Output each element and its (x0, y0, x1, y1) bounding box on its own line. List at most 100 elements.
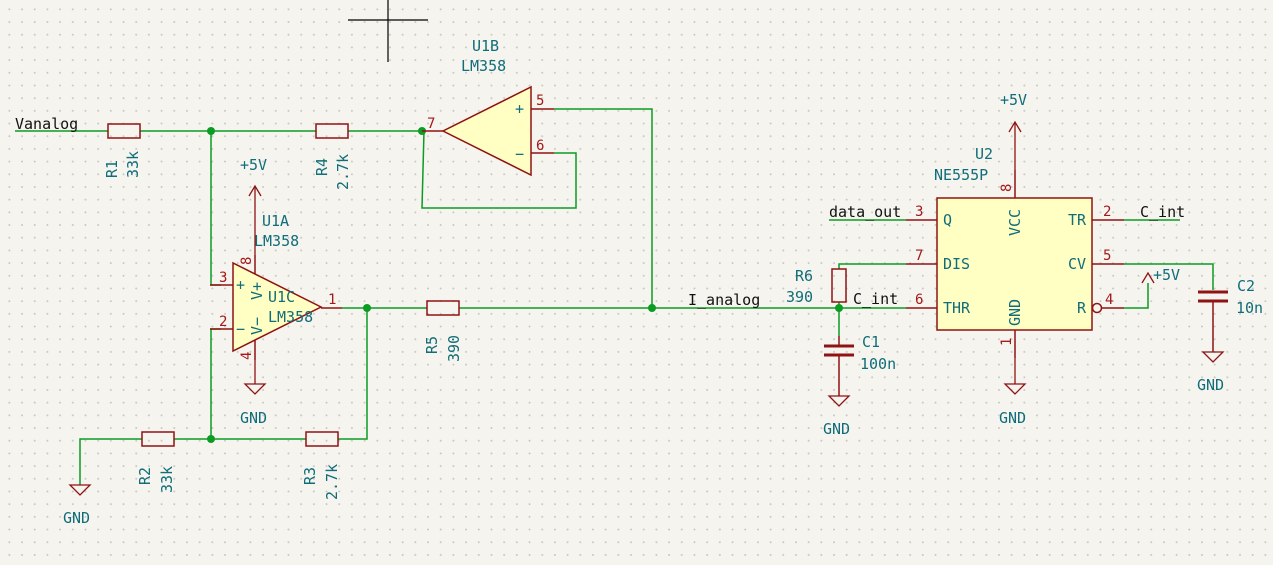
pin-name: GND (1006, 299, 1024, 326)
noninverting-label: + (515, 100, 524, 118)
ground-r2: GND (63, 484, 92, 527)
pin-number: 8 (999, 184, 1015, 192)
pin-name: TR (1068, 211, 1087, 229)
capacitor-value: 10n (1236, 299, 1263, 317)
opamp-ref: U1A (262, 212, 289, 230)
noninverting-label: + (236, 276, 245, 294)
pin-number: 7 (427, 116, 435, 132)
ground-c2: GND (1197, 351, 1225, 394)
pin-name: DIS (943, 255, 970, 273)
opamp-u1b[interactable]: 7 5 6 + − U1B LM358 (422, 37, 554, 177)
net-label-data-out[interactable]: data_out (829, 203, 901, 221)
opamp-overlay-ref: U1C (268, 288, 295, 306)
resistor-value: 2.7k (323, 464, 341, 500)
timer-u2[interactable]: 3 7 6 2 5 4 8 1 Q DIS THR TR CV R VCC GN… (906, 145, 1124, 358)
pin-number: 6 (915, 292, 923, 308)
opamp-u1a[interactable]: 3 2 1 8 4 + − V+ V− U1A LM358 U1C LM358 (210, 212, 342, 360)
capacitor-c2[interactable]: C2 10n (1198, 277, 1263, 352)
junctions (207, 127, 843, 443)
pin-number: 2 (219, 314, 227, 330)
pin-name: VCC (1006, 209, 1024, 236)
pin-number: 1 (328, 292, 336, 308)
resistor-ref: R2 (136, 467, 154, 485)
pin-name: CV (1068, 255, 1086, 273)
pin-number: 2 (1103, 204, 1111, 220)
timer-ref: U2 (975, 145, 993, 163)
ground-label: GND (240, 409, 267, 427)
power-5v-u2: +5V (1000, 91, 1027, 170)
pin-name: R (1077, 299, 1087, 317)
crosshair-cursor (348, 0, 428, 62)
wire-r6-dis (838, 263, 906, 269)
capacitor-ref: C2 (1237, 277, 1255, 295)
wire-r3-out (338, 308, 368, 440)
resistor-value: 390 (445, 335, 463, 362)
pin-number: 3 (915, 204, 923, 220)
ground-u1: GND (240, 360, 267, 427)
resistor-r4[interactable]: R4 2.7k (313, 123, 352, 190)
net-label-i-analog[interactable]: I_analog (688, 291, 760, 309)
resistor-r6[interactable]: R6 390 (786, 267, 847, 306)
junction-dot (648, 304, 656, 312)
resistor-r1[interactable]: R1 33k (103, 123, 142, 178)
opamp-ref: U1B (472, 37, 499, 55)
resistor-value: 33k (158, 466, 176, 493)
resistor-r5[interactable]: R5 390 (423, 300, 463, 362)
net-label-c-int[interactable]: C_int (853, 290, 898, 308)
wire-pin2 (210, 328, 221, 439)
vminus-label: V− (248, 317, 266, 335)
ground-label: GND (63, 509, 90, 527)
vplus-label: V+ (248, 282, 266, 300)
power-label: +5V (1153, 266, 1180, 284)
resistor-ref: R3 (301, 467, 319, 485)
wire-u1b-pin5 (554, 108, 653, 308)
resistor-ref: R4 (313, 158, 331, 176)
junction-dot (207, 127, 215, 135)
inverting-label: − (236, 320, 245, 338)
capacitor-value: 100n (860, 355, 896, 373)
opamp-value: LM358 (461, 57, 506, 75)
net-label-vanalog[interactable]: Vanalog (15, 115, 78, 133)
junction-dot (835, 304, 843, 312)
pin-number: 5 (1103, 248, 1111, 264)
resistor-ref: R1 (103, 160, 121, 178)
pin-number: 4 (1105, 292, 1113, 308)
resistor-value: 390 (786, 288, 813, 306)
junction-dot (207, 435, 215, 443)
inverting-label: − (515, 145, 524, 163)
timer-value: NE555P (934, 166, 988, 184)
ground-u2: GND (999, 358, 1027, 427)
reset-inversion-bubble (1091, 302, 1103, 314)
pin-name: THR (943, 299, 971, 317)
pin-number: 7 (915, 248, 923, 264)
pin-number: 4 (239, 352, 255, 360)
net-label-c-int[interactable]: C_int (1140, 203, 1185, 221)
ground-c1: GND (823, 395, 851, 438)
opamp-overlay-value: LM358 (268, 308, 313, 326)
resistor-r3[interactable]: R3 2.7k (301, 431, 341, 500)
power-label: +5V (240, 156, 267, 174)
opamp-value: LM358 (254, 232, 299, 250)
capacitor-ref: C1 (862, 333, 880, 351)
pin-number: 6 (536, 138, 544, 154)
pin-number: 5 (536, 93, 544, 109)
wire-r2-gnd (79, 438, 142, 485)
junction-dot (363, 304, 371, 312)
pin-number: 3 (219, 270, 227, 286)
wire-to-pin3 (210, 131, 221, 286)
wires[interactable] (15, 108, 1214, 485)
capacitor-c1[interactable]: C1 100n (824, 333, 896, 396)
resistor-value: 33k (124, 151, 142, 178)
resistor-value: 2.7k (334, 154, 352, 190)
pin-number: 8 (239, 257, 255, 265)
resistor-r2[interactable]: R2 33k (136, 431, 176, 493)
ground-label: GND (1197, 376, 1224, 394)
resistor-ref: R6 (795, 267, 813, 285)
pin-number: 1 (999, 338, 1015, 346)
power-label: +5V (1000, 91, 1027, 109)
pin-name: Q (943, 211, 952, 229)
ground-label: GND (823, 420, 850, 438)
power-5v-u1: +5V (240, 156, 267, 255)
power-5v-reset: +5V (1141, 266, 1180, 284)
